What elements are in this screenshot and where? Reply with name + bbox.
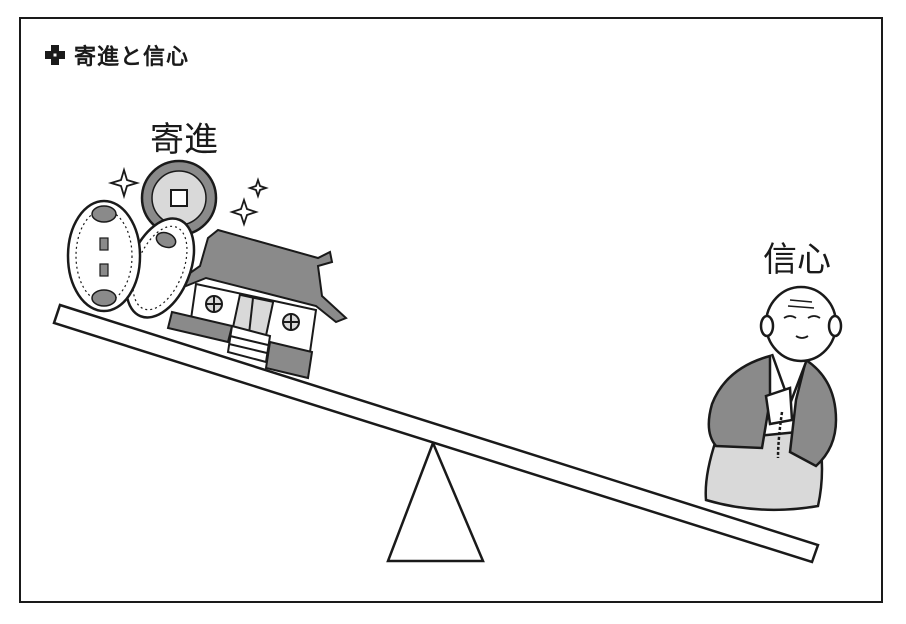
temple-icon [166, 228, 348, 380]
fulcrum-icon [386, 439, 485, 563]
diagram-heading: 寄進と信心 [44, 38, 189, 72]
seesaw-plank [52, 303, 820, 564]
praying-monk-icon [704, 285, 843, 512]
heading-title: 寄進と信心 [74, 45, 190, 70]
label-donation: 寄進 [150, 120, 218, 160]
oval-coin-icon [124, 217, 196, 319]
oval-coin-icon [66, 199, 142, 313]
sparkle-icon [107, 166, 269, 227]
label-faith: 信心 [763, 240, 831, 280]
cross-bullet-icon [45, 45, 65, 65]
